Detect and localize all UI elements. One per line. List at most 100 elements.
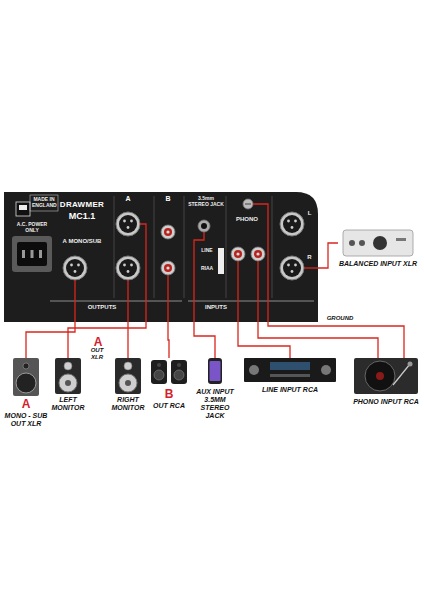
channel-label: R bbox=[305, 254, 314, 261]
receiver: LINE INPUT RCA bbox=[240, 358, 340, 394]
device-label: RIGHT MONITOR bbox=[110, 396, 146, 412]
record-label bbox=[376, 372, 384, 380]
section-bar bbox=[50, 301, 182, 302]
socket-label: A MONO/SUB bbox=[54, 238, 110, 245]
platter bbox=[365, 361, 395, 391]
panel-marking: MADE IN ENGLAND bbox=[32, 197, 56, 209]
device-label: MONO - SUB OUT XLR bbox=[3, 412, 49, 428]
section-divider bbox=[184, 196, 185, 298]
wire bbox=[74, 280, 75, 322]
xlr-socket bbox=[280, 256, 304, 280]
receiver-display bbox=[270, 362, 310, 370]
monitor-controller-panel: DRAWMER MC1.1 bbox=[4, 192, 318, 322]
wire bbox=[257, 261, 258, 322]
iec-socket bbox=[12, 236, 52, 272]
woofer bbox=[154, 370, 164, 380]
jack-socket bbox=[198, 220, 210, 232]
cable bbox=[127, 322, 128, 358]
receiver-buttons bbox=[270, 374, 310, 377]
woofer bbox=[16, 373, 36, 393]
cable bbox=[238, 322, 290, 358]
small-speaker bbox=[171, 360, 187, 384]
section-divider bbox=[226, 196, 227, 298]
cable-label: GROUND bbox=[324, 315, 356, 322]
model-name: MC1.1 bbox=[54, 212, 110, 221]
xlr-socket bbox=[63, 256, 87, 280]
wire bbox=[237, 261, 238, 322]
line-riaa-switch bbox=[218, 248, 224, 274]
wire bbox=[194, 232, 204, 322]
xlr-socket bbox=[116, 256, 140, 280]
receiver-knob bbox=[321, 365, 331, 375]
section-bar bbox=[188, 301, 314, 302]
device-label: LEFT MONITOR bbox=[51, 396, 85, 412]
channel-label: L bbox=[305, 210, 314, 217]
tweeter bbox=[64, 362, 72, 370]
left-monitor: LEFT MONITOR bbox=[51, 358, 85, 412]
monitor-body bbox=[115, 358, 141, 394]
jack-hole bbox=[201, 223, 207, 229]
panel-body bbox=[4, 192, 318, 322]
brand-name: DRAWMER bbox=[54, 201, 110, 209]
cable bbox=[268, 322, 404, 358]
device-label: BALANCED INPUT XLR bbox=[338, 260, 418, 268]
panel-wires bbox=[75, 204, 318, 322]
socket-label: A bbox=[122, 195, 134, 202]
device-label: PHONO INPUT RCA bbox=[352, 398, 420, 406]
cable bbox=[68, 322, 146, 358]
power-switch bbox=[16, 202, 30, 216]
switch-label: RIAA bbox=[197, 266, 217, 272]
rca-socket bbox=[231, 247, 245, 261]
section-label: INPUTS bbox=[198, 304, 234, 311]
audio-interface: BALANCED INPUT XLR bbox=[338, 228, 418, 268]
monitor-body bbox=[55, 358, 81, 394]
cable bbox=[168, 322, 169, 358]
cable bbox=[258, 322, 378, 358]
section-divider bbox=[114, 196, 115, 298]
tweeter bbox=[157, 363, 161, 367]
socket-label: PHONO bbox=[230, 216, 264, 223]
rca-socket bbox=[251, 247, 265, 261]
b-monitors: BOUT RCA bbox=[148, 358, 190, 410]
device-label: OUT RCA bbox=[148, 402, 190, 410]
wire bbox=[140, 224, 146, 322]
subwoofer: A MONO - SUB OUT XLR bbox=[3, 358, 49, 428]
section-label: OUTPUTS bbox=[82, 304, 122, 311]
tweeter bbox=[124, 362, 132, 370]
woofer-cap bbox=[125, 380, 131, 386]
output-label: OUT XLR bbox=[85, 347, 109, 361]
output-letter: A bbox=[3, 398, 49, 410]
right-monitor: RIGHT MONITOR bbox=[110, 358, 146, 412]
phone: AUX INPUT 3.5MM STEREO JACK bbox=[194, 358, 236, 420]
cable bbox=[318, 243, 338, 268]
turntable-body bbox=[354, 358, 418, 394]
small-speaker bbox=[151, 360, 167, 384]
xlr-socket bbox=[116, 212, 140, 236]
output-letter: A bbox=[88, 336, 108, 348]
turntable: PHONO INPUT RCA bbox=[352, 358, 420, 406]
receiver-knob bbox=[249, 365, 259, 375]
cable bbox=[194, 322, 215, 358]
switch-rocker bbox=[19, 205, 27, 210]
device-label: LINE INPUT RCA bbox=[240, 386, 340, 394]
rca-socket bbox=[161, 225, 175, 239]
tonearm-pivot bbox=[408, 362, 413, 367]
interface-knob bbox=[373, 236, 387, 250]
wire bbox=[127, 280, 128, 322]
phone-body bbox=[208, 358, 222, 384]
device-label: AUX INPUT 3.5MM STEREO JACK bbox=[194, 388, 236, 420]
phone-screen bbox=[210, 361, 221, 381]
iec-inner bbox=[17, 242, 47, 266]
interface-input bbox=[359, 240, 365, 246]
section-divider bbox=[154, 196, 155, 298]
woofer bbox=[174, 370, 184, 380]
woofer bbox=[119, 374, 137, 392]
iec-pin bbox=[22, 250, 25, 258]
woofer bbox=[59, 374, 77, 392]
woofer-cap bbox=[65, 380, 71, 386]
iec-pin bbox=[31, 250, 34, 258]
socket-label: 3.5mm STEREO JACK bbox=[188, 196, 224, 208]
tonearm bbox=[393, 364, 410, 385]
socket-label: B bbox=[162, 195, 174, 202]
